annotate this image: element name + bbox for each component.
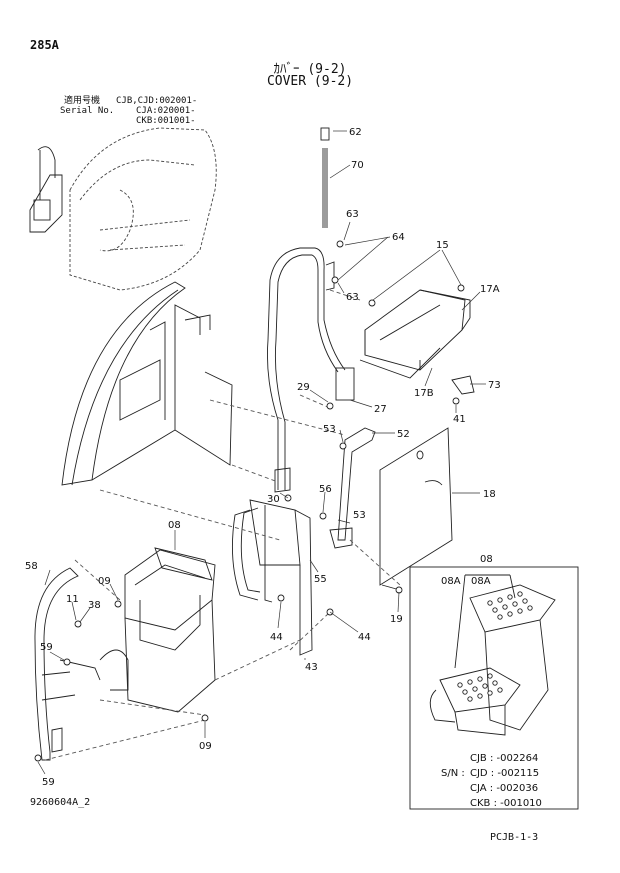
callout-43: 43 [305,662,318,673]
antenna-rod [320,127,330,228]
callout-44-right: 44 [358,632,371,643]
callout-53-upper: 53 [323,424,336,435]
machine-highlight-part [29,146,63,233]
callout-59-upper: 59 [40,642,53,653]
callout-09-lower: 09 [199,741,212,752]
callout-52: 52 [397,429,410,440]
step-rail [34,567,101,761]
callout-64: 64 [392,232,405,243]
inset-serial-row-4: CKB : -001010 [470,798,542,809]
callout-18: 18 [483,489,496,500]
inset-serial-row-1: CJB : -002264 [470,753,539,764]
callout-41: 41 [453,414,466,425]
callout-29: 29 [297,382,310,393]
page-reference: PCJB-1-3 [490,832,539,843]
callout-08A-left: 08A [441,576,461,587]
inset-serial-row-3: CJA : -002036 [470,783,539,794]
fasteners [34,240,465,762]
callout-15: 15 [436,240,449,251]
callout-53-lower: 53 [353,510,366,521]
side-cover-panel [61,281,233,486]
callout-17A: 17A [480,284,500,295]
handrail [266,247,355,493]
serial-line-1: CJB,CJD:002001- [116,96,198,106]
grab-handle [231,499,313,656]
model-number: 285A [30,38,59,52]
callout-63-upper: 63 [346,209,359,220]
callout-11: 11 [66,594,79,605]
callout-59-lower: 59 [42,777,55,788]
callout-27: 27 [374,404,387,415]
page-title: COVER (9-2) [266,74,354,89]
machine-overview-sketch [69,127,217,291]
inset-serial-prefix: S/N : [441,768,465,779]
callout-56: 56 [319,484,332,495]
callout-08: 08 [168,520,181,531]
callout-09-upper: 09 [98,576,111,587]
page-title-jp: ｶﾊﾞｰ (9-2) [273,62,347,77]
serial-line-3: CKB:001001- [136,116,196,126]
callout-44-left: 44 [270,632,283,643]
inset-serial-row-2: CJD : -002115 [470,768,540,779]
callout-55: 55 [314,574,327,585]
drawing-id: 9260604A_2 [30,797,91,808]
callout-19: 19 [390,614,403,625]
serial-label-jp: 適用号機 [64,96,101,106]
callout-30: 30 [267,494,280,505]
callout-70: 70 [351,160,364,171]
callout-38: 38 [88,600,101,611]
callout-62: 62 [349,127,362,138]
serial-label-en: Serial No. [60,106,115,116]
step-box [124,547,216,713]
serial-line-2: CJA:020001- [136,106,196,116]
callout-63-lower: 63 [346,292,359,303]
tool-tray [359,289,471,379]
cover-plate [379,427,453,591]
stay-bracket [329,427,376,549]
leader-lines [37,130,486,775]
inset-box-variant [409,566,579,810]
assembly-lines [44,289,401,761]
callout-08-inset: 08 [480,554,493,565]
callout-58: 58 [25,561,38,572]
callout-08A-right: 08A [471,576,491,587]
bracket-73 [451,375,475,395]
handle-59 [99,649,129,691]
callout-17B: 17B [414,388,434,399]
callout-73: 73 [488,380,501,391]
